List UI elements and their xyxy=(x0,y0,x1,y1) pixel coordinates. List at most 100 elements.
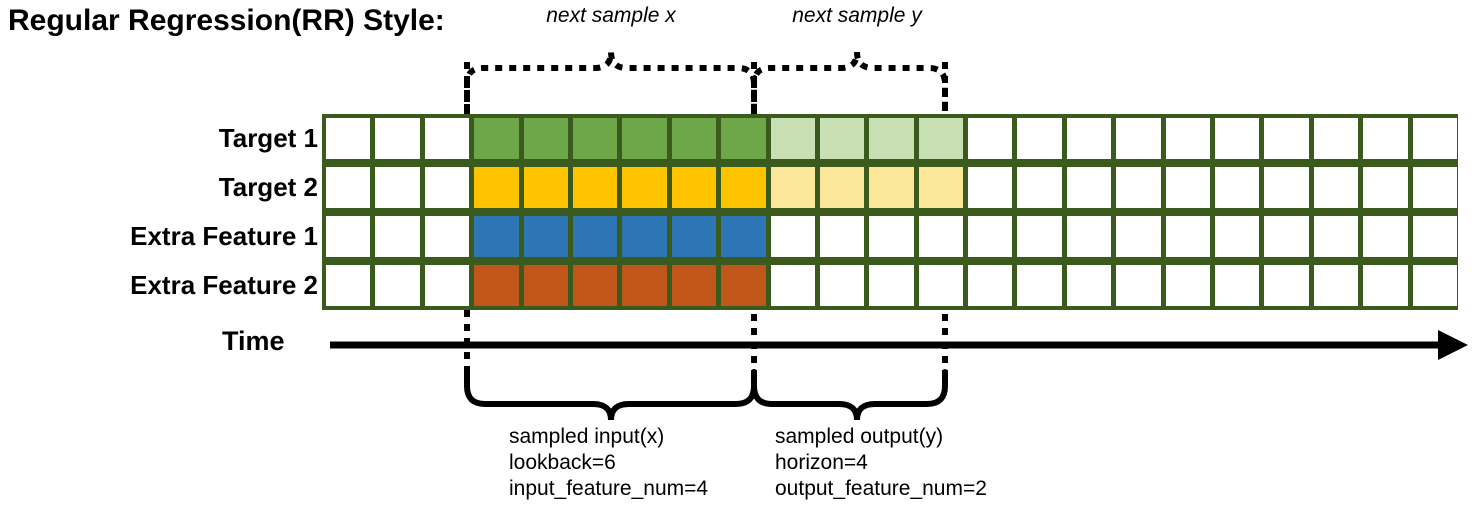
grid-cell-empty xyxy=(326,118,370,159)
time-axis xyxy=(330,330,1468,360)
caption-line: sampled output(y) xyxy=(775,425,944,448)
grid-cell-empty xyxy=(1067,265,1111,306)
grid-cell-empty xyxy=(1314,216,1358,257)
grid-cell-output xyxy=(820,167,864,208)
grid-cell-empty xyxy=(375,167,420,208)
grid-cell-input xyxy=(672,265,716,306)
grid-cell-input xyxy=(721,167,766,208)
grid-cell-empty xyxy=(1363,265,1408,306)
grid-cell-input xyxy=(474,216,519,257)
grid-cell-empty xyxy=(1166,265,1210,306)
grid-cell-empty xyxy=(919,216,963,257)
grid-row xyxy=(322,114,1458,163)
grid-cell-empty xyxy=(1067,216,1111,257)
grid-cell-input xyxy=(524,265,568,306)
caption-line: horizon=4 xyxy=(775,451,868,474)
grid-cell-empty xyxy=(1215,265,1259,306)
row-label-target-1: Target 1 xyxy=(218,123,318,153)
grid-cell-input xyxy=(524,216,568,257)
grid-cell-empty xyxy=(869,265,914,306)
grid-cell-empty xyxy=(1166,118,1210,159)
grid-cell-empty xyxy=(425,118,469,159)
grid-cell-empty xyxy=(968,265,1012,306)
grid-cell-empty xyxy=(1314,118,1358,159)
grid-cell-empty xyxy=(1166,216,1210,257)
grid-cell-empty xyxy=(1413,167,1457,208)
grid-cell-empty xyxy=(1215,167,1259,208)
grid-cell-input xyxy=(524,118,568,159)
grid-cell-empty xyxy=(1067,167,1111,208)
grid-cell-input xyxy=(622,167,667,208)
grid-cell-empty xyxy=(869,216,914,257)
grid-cell-empty xyxy=(1116,167,1161,208)
grid-cell-output xyxy=(869,167,914,208)
grid-cell-empty xyxy=(1215,216,1259,257)
grid-cell-empty xyxy=(919,265,963,306)
grid-cell-input xyxy=(524,167,568,208)
timeseries-grid xyxy=(322,114,1458,310)
grid-cell-input xyxy=(721,118,766,159)
grid-cell-empty xyxy=(820,216,864,257)
caption-line: input_feature_num=4 xyxy=(509,477,709,500)
grid-cell-empty xyxy=(425,265,469,306)
grid-cell-output xyxy=(820,118,864,159)
grid-cell-empty xyxy=(326,167,370,208)
row-label-target-2: Target 2 xyxy=(218,172,318,202)
grid-cell-empty xyxy=(1363,167,1408,208)
grid-cell-empty xyxy=(1215,118,1259,159)
caption-line: sampled input(x) xyxy=(509,425,665,448)
grid-cell-empty xyxy=(1363,216,1408,257)
grid-cell-empty xyxy=(1264,265,1309,306)
grid-cell-input xyxy=(573,167,617,208)
grid-cell-empty xyxy=(1116,118,1161,159)
brace-sampled-output xyxy=(751,369,948,421)
grid-cell-empty xyxy=(1017,167,1062,208)
grid-cell-empty xyxy=(1067,118,1111,159)
grid-cell-empty xyxy=(820,265,864,306)
grid-cell-empty xyxy=(771,216,815,257)
grid-cell-input xyxy=(622,216,667,257)
grid-cell-empty xyxy=(375,216,420,257)
brace-sampled-input xyxy=(464,369,757,421)
grid-cell-empty xyxy=(1363,118,1408,159)
grid-cell-output xyxy=(869,118,914,159)
grid-cell-input xyxy=(474,265,519,306)
time-axis-arrow-icon xyxy=(1438,330,1468,360)
grid-cell-empty xyxy=(1264,216,1309,257)
grid-cell-empty xyxy=(1264,167,1309,208)
grid-cell-empty xyxy=(375,265,420,306)
grid-cell-input xyxy=(721,216,766,257)
grid-cell-empty xyxy=(1116,216,1161,257)
grid-cell-input xyxy=(672,167,716,208)
grid-cell-output xyxy=(771,118,815,159)
grid-cell-empty xyxy=(1017,216,1062,257)
grid-row xyxy=(322,212,1458,261)
grid-cell-empty xyxy=(425,216,469,257)
grid-cell-input xyxy=(573,265,617,306)
grid-cell-empty xyxy=(968,118,1012,159)
grid-cell-empty xyxy=(968,167,1012,208)
grid-cell-empty xyxy=(425,167,469,208)
grid-cell-empty xyxy=(326,216,370,257)
grid-cell-input xyxy=(672,216,716,257)
grid-cell-output xyxy=(919,167,963,208)
grid-cell-empty xyxy=(1413,118,1457,159)
grid-cell-empty xyxy=(968,216,1012,257)
row-label-extra-feature-2: Extra Feature 2 xyxy=(130,270,318,300)
time-axis-label: Time xyxy=(222,326,285,356)
grid-cell-empty xyxy=(771,265,815,306)
grid-cell-empty xyxy=(1017,265,1062,306)
grid-cell-empty xyxy=(1413,265,1457,306)
grid-cell-empty xyxy=(1413,216,1457,257)
brace-label-next-sample-y: next sample y xyxy=(792,4,922,27)
grid-cell-input xyxy=(474,118,519,159)
grid-cell-input xyxy=(573,118,617,159)
grid-cell-empty xyxy=(1166,167,1210,208)
grid-cell-input xyxy=(622,118,667,159)
page-title: Regular Regression(RR) Style: xyxy=(8,4,445,37)
grid-cell-input xyxy=(622,265,667,306)
grid-cell-empty xyxy=(375,118,420,159)
